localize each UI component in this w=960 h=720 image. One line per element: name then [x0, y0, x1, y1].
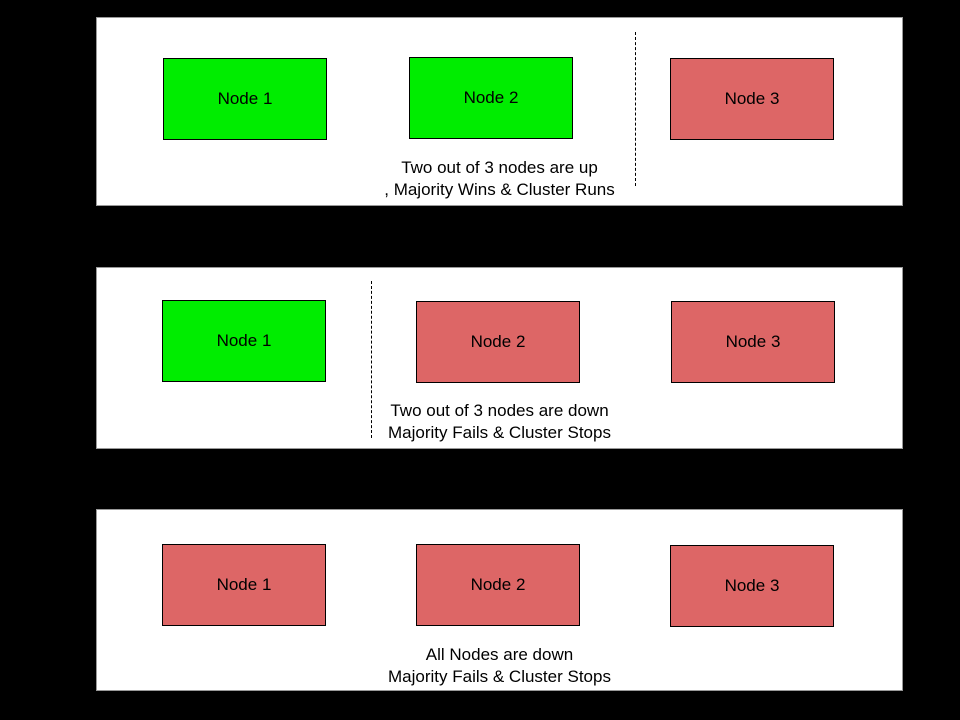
- node-2-label: Node 2: [470, 332, 526, 351]
- node-3-box: Node 3: [671, 301, 835, 383]
- node-2-label: Node 2: [463, 88, 519, 107]
- caption-line-1: All Nodes are down: [425, 645, 574, 664]
- partition-divider-line: [371, 281, 372, 438]
- panel-two-nodes-down: Node 1 Node 2 Node 3 Two out of 3 nodes …: [96, 267, 903, 449]
- node-2-label: Node 2: [470, 575, 526, 594]
- caption-line-1: Two out of 3 nodes are up: [401, 158, 598, 177]
- caption-line-2: Majority Fails & Cluster Stops: [388, 667, 611, 686]
- caption-line-2: Majority Fails & Cluster Stops: [388, 423, 611, 442]
- caption-line-2: , Majority Wins & Cluster Runs: [384, 180, 615, 199]
- node-1-box: Node 1: [163, 58, 327, 140]
- node-2-box: Node 2: [416, 544, 580, 626]
- node-1-label: Node 1: [216, 575, 272, 594]
- node-3-label: Node 3: [725, 332, 781, 351]
- partition-divider-line: [635, 32, 636, 186]
- node-3-label: Node 3: [724, 576, 780, 595]
- panel-caption: Two out of 3 nodes are up , Majority Wins…: [97, 157, 902, 201]
- node-1-label: Node 1: [216, 331, 272, 350]
- node-3-label: Node 3: [724, 89, 780, 108]
- node-3-box: Node 3: [670, 58, 834, 140]
- node-3-box: Node 3: [670, 545, 834, 627]
- panel-two-nodes-up: Node 1 Node 2 Node 3 Two out of 3 nodes …: [96, 17, 903, 206]
- caption-line-1: Two out of 3 nodes are down: [390, 401, 609, 420]
- node-2-box: Node 2: [409, 57, 573, 139]
- node-1-box: Node 1: [162, 544, 326, 626]
- node-1-label: Node 1: [217, 89, 273, 108]
- node-1-box: Node 1: [162, 300, 326, 382]
- node-2-box: Node 2: [416, 301, 580, 383]
